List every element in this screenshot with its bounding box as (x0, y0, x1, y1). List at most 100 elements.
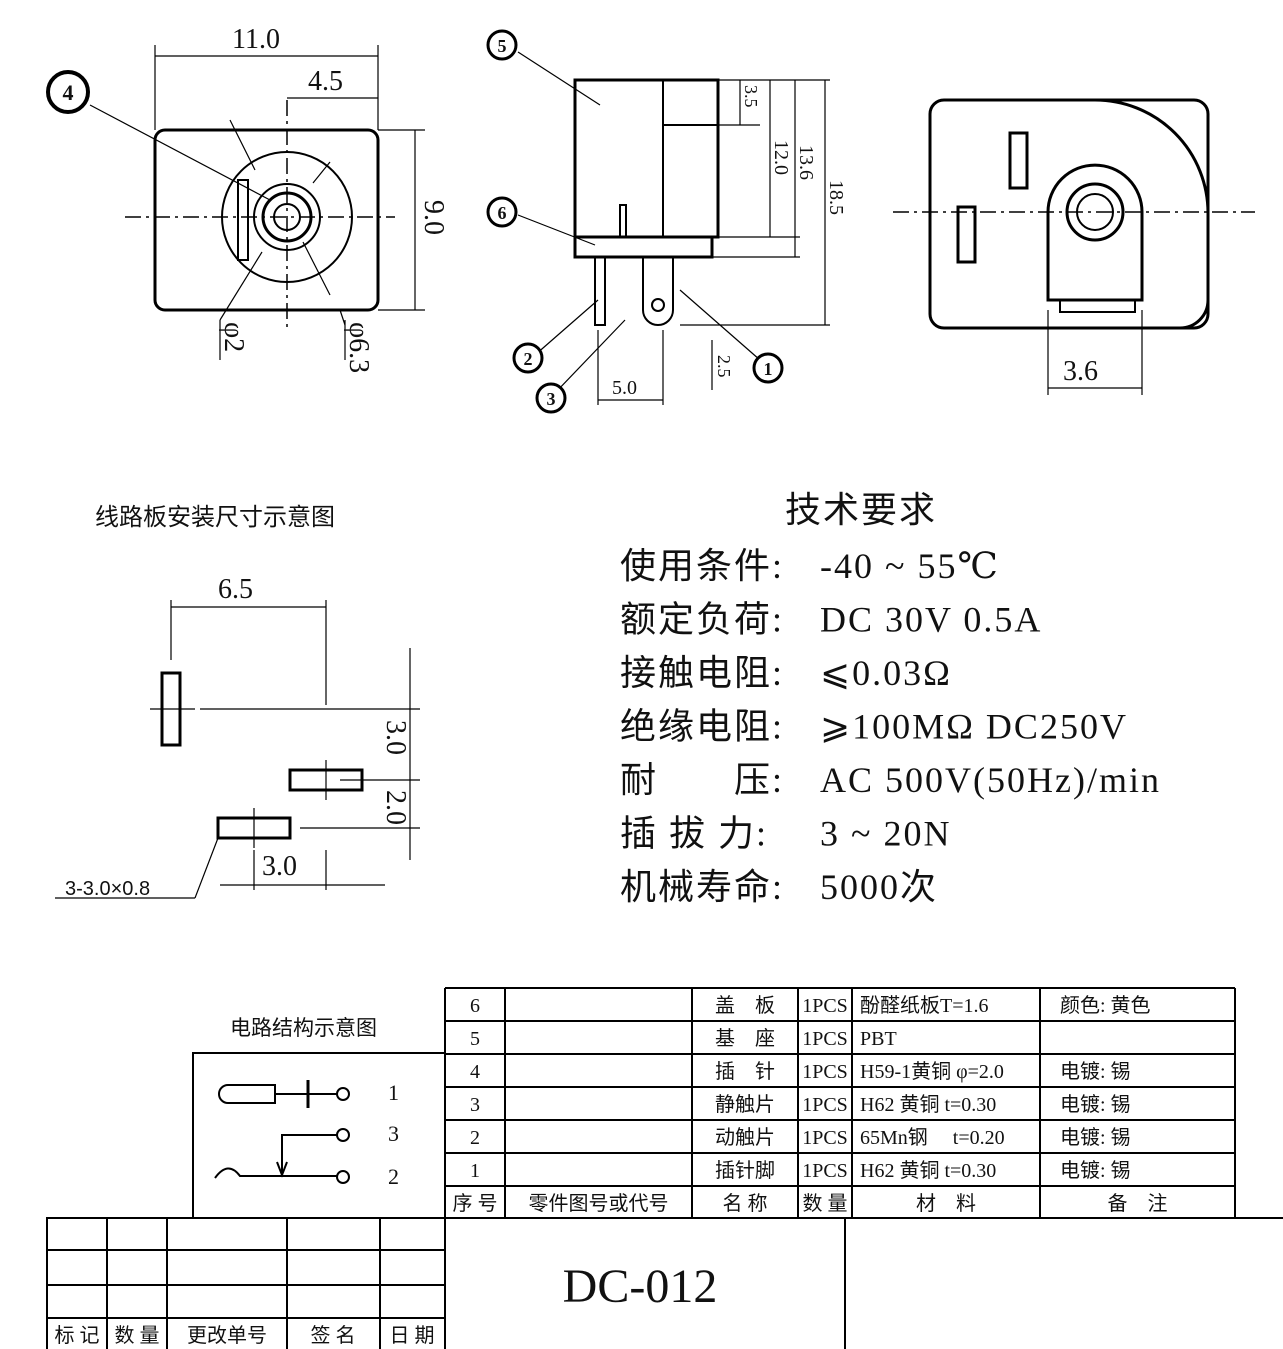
callout-3: 3 (535, 382, 567, 414)
svg-text:3: 3 (547, 389, 556, 409)
table-cell: 基 座 (715, 1027, 775, 1050)
height-dim: 9.0 (418, 200, 449, 235)
table-cell: 插 针 (715, 1060, 775, 1083)
table-cell: 数 量 (803, 1192, 848, 1215)
part-number: DC-012 (563, 1260, 718, 1313)
table-cell: 电镀: 锡 (1060, 1159, 1131, 1182)
table-cell: 1PCS (802, 1028, 848, 1050)
svg-text:2: 2 (524, 349, 533, 369)
callout-2: 2 (512, 342, 544, 374)
table-cell: 6 (470, 995, 480, 1017)
spec-value: AC 500V(50Hz)/min (820, 760, 1161, 800)
svg-text:5: 5 (498, 36, 507, 56)
callout-1: 1 (752, 352, 784, 384)
dim-18-5: 18.5 (825, 180, 847, 215)
table-cell: 4 (470, 1061, 480, 1083)
title-block-mark: 标 记 (55, 1324, 100, 1347)
spec-label: 使用条件: (620, 546, 784, 586)
table-cell: 零件图号或代号 (529, 1192, 669, 1215)
table-cell: 名 称 (723, 1192, 768, 1215)
dim-3-0-horizontal: 3.0 (262, 851, 297, 882)
hole-diameter: φ6.3 (343, 322, 374, 373)
table-cell: 材 料 (916, 1192, 976, 1215)
dim-3-5: 3.5 (741, 85, 761, 108)
spec-label: 耐 压: (620, 760, 784, 800)
svg-text:6: 6 (498, 203, 507, 223)
table-cell: 电镀: 锡 (1060, 1093, 1131, 1116)
pin-1 (642, 256, 674, 326)
slot (237, 179, 249, 261)
table-cell: 酚醛纸板T=1.6 (860, 994, 989, 1017)
table-cell: H62 黄铜 t=0.30 (860, 1159, 996, 1182)
title-block: 标 记 数 量 更改单号 签 名 日 期 DC-012 (46, 988, 1283, 1349)
table-cell: 1PCS (802, 1127, 848, 1149)
front-view: 11.0 4.5 9.0 φ2 φ6.3 4 (46, 24, 449, 373)
table-cell: H59-1黄铜 φ=2.0 (860, 1060, 1004, 1083)
table-cell: 1PCS (802, 1094, 848, 1116)
callout-6: 6 (486, 196, 518, 228)
table-cell: 颜色: 黄色 (1060, 994, 1151, 1017)
table-cell: 电镀: 锡 (1060, 1126, 1131, 1149)
width-dim: 11.0 (232, 24, 280, 55)
svg-text:1: 1 (764, 359, 773, 379)
table-cell: PBT (860, 1028, 897, 1050)
circuit-pin-1: 1 (388, 1080, 399, 1105)
callout-5: 5 (486, 29, 518, 61)
pcb-layout-title: 线路板安装尺寸示意图 (95, 504, 335, 531)
specs-title: 技术要求 (785, 490, 937, 530)
table-cell: 65Mn钢 t=0.20 (860, 1126, 1005, 1149)
table-cell: 插针脚 (715, 1159, 775, 1182)
table-cell: 电镀: 锡 (1060, 1060, 1131, 1083)
title-block-signature: 签 名 (311, 1324, 356, 1347)
table-row: 5 基 座 1PCS PBT (470, 1027, 897, 1050)
table-cell: H62 黄铜 t=0.30 (860, 1093, 996, 1116)
table-cell: 5 (470, 1028, 480, 1050)
spec-label: 绝缘电阻: (620, 707, 784, 747)
table-header: 序 号 零件图号或代号 名 称 数 量 材 料 备 注 (453, 1192, 1168, 1215)
bottom-view: 3.6 (893, 98, 1255, 395)
parts-table: 6 盖 板 1PCS 酚醛纸板T=1.6 颜色: 黄色 5 基 座 1PCS PBT 4 插 针 1P… (444, 987, 1236, 1219)
table-row: 3 静触片 1PCS H62 黄铜 t=0.30 电镀: 锡 (470, 1093, 1131, 1116)
circuit-pin-3: 3 (388, 1121, 399, 1146)
dim-2-5: 2.5 (714, 355, 734, 378)
table-cell: 1PCS (802, 995, 848, 1017)
table-cell: 静触片 (715, 1093, 775, 1116)
title-block-qty: 数 量 (115, 1324, 160, 1347)
slot-spec: 3-3.0×0.8 (65, 878, 150, 900)
table-cell: 备 注 (1108, 1192, 1168, 1215)
spec-value: -40 ~ 55℃ (820, 546, 1000, 586)
table-row: 6 盖 板 1PCS 酚醛纸板T=1.6 颜色: 黄色 (470, 994, 1151, 1017)
circuit-title: 电路结构示意图 (230, 1016, 377, 1040)
table-cell: 盖 板 (715, 994, 775, 1017)
bottom-outline (928, 98, 1210, 330)
spec-value: ⩽0.03Ω (820, 653, 952, 693)
title-block-change-no: 更改单号 (187, 1324, 267, 1347)
dim-6-5: 6.5 (218, 574, 253, 605)
spec-value: 5000次 (820, 867, 938, 907)
pin-2 (594, 256, 606, 326)
table-cell: 3 (470, 1094, 480, 1116)
dim-3-6: 3.6 (1063, 356, 1098, 387)
spec-label: 额定负荷: (620, 600, 784, 640)
table-cell: 序 号 (453, 1192, 498, 1215)
dim-3-0-vertical: 3.0 (380, 720, 411, 755)
dim-5-0: 5.0 (612, 377, 637, 399)
spec-label: 机械寿命: (620, 867, 784, 907)
spec-value: ⩾100MΩ DC250V (820, 707, 1128, 747)
table-cell: 1PCS (802, 1160, 848, 1182)
body (573, 78, 720, 239)
base (573, 235, 714, 259)
spec-label: 插 拔 力: (620, 814, 768, 854)
side-view: 3.5 12.0 13.6 18.5 5.0 2.5 5 6 2 3 1 (486, 29, 847, 414)
circuit-pin-2: 2 (388, 1164, 399, 1189)
dim-12-0: 12.0 (770, 140, 792, 175)
housing-outline (153, 128, 380, 312)
dim-13-6: 13.6 (795, 145, 817, 180)
pin-diameter: φ2 (218, 322, 249, 352)
offset-dim: 4.5 (308, 66, 343, 97)
